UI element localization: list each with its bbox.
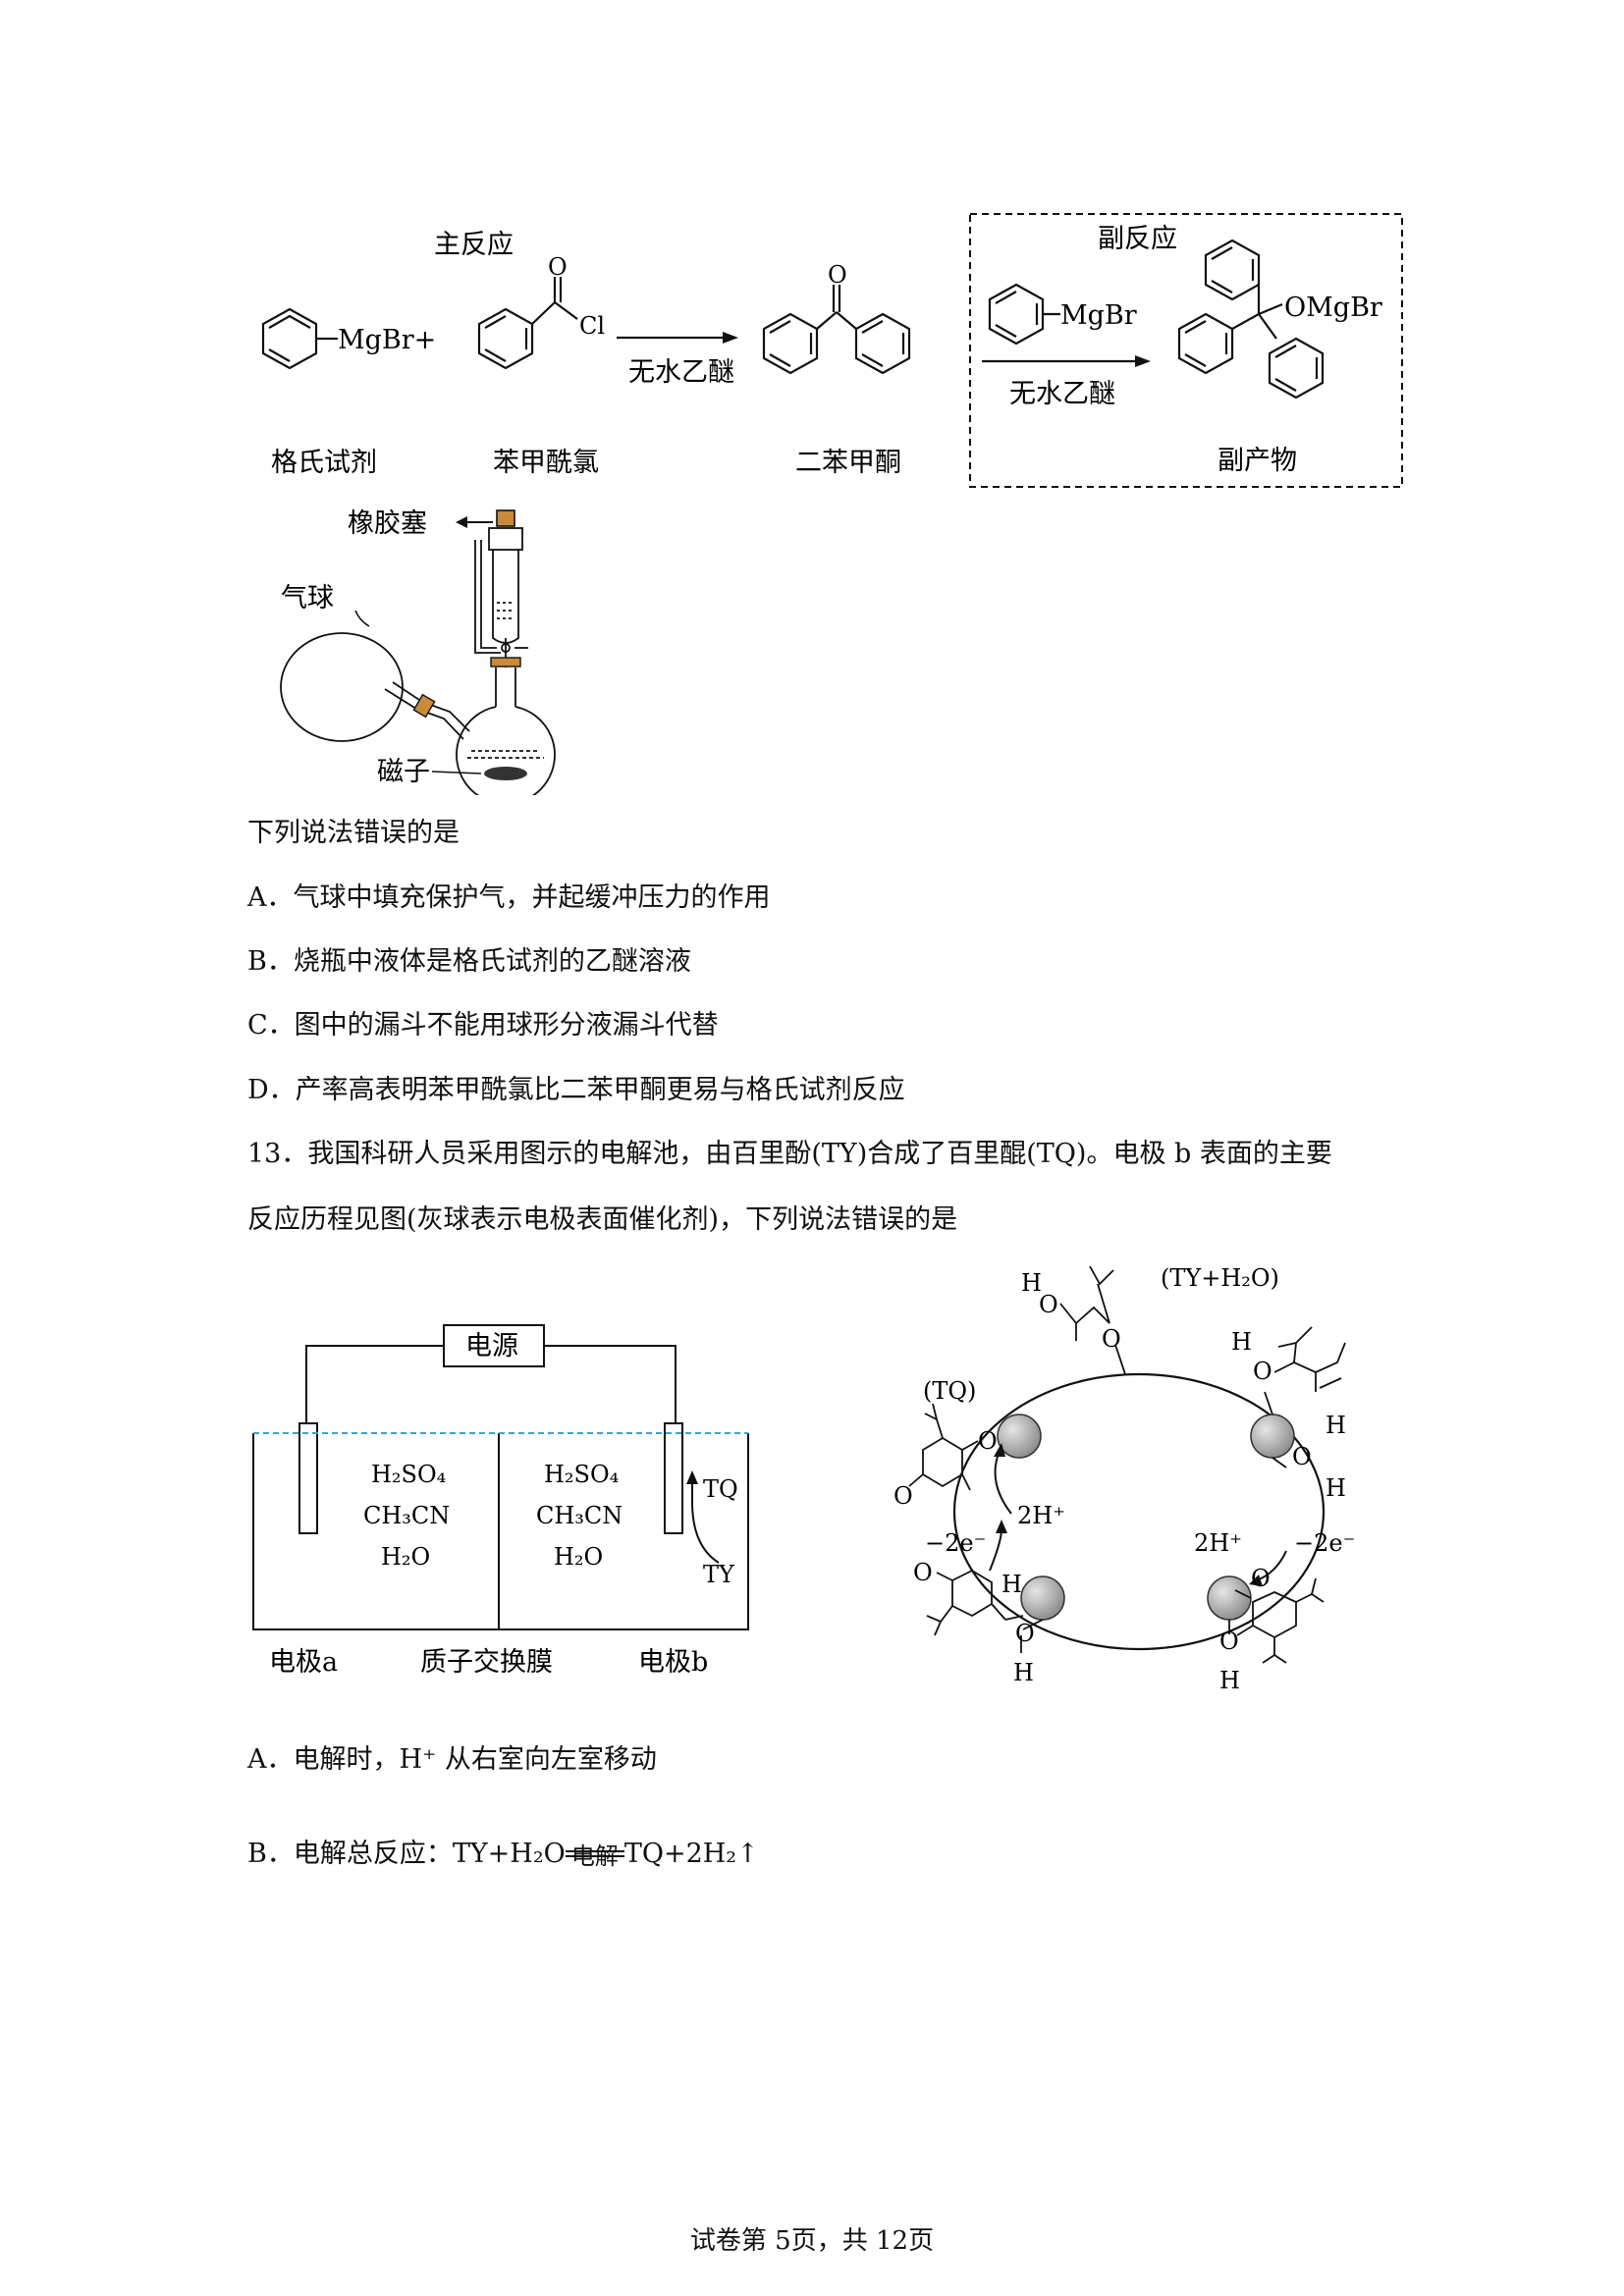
left-2h-label: 2H⁺ [1017,1502,1065,1529]
main-arrow-condition: 无水乙醚 [628,357,734,388]
stirbar-label: 磁子 [377,757,430,787]
balloon-label: 气球 [281,583,334,614]
membrane-label: 质子交换膜 [420,1647,553,1678]
left-solution-1: H₂SO₄ [371,1461,446,1488]
q13-stem-line1: 13．我国科研人员采用图示的电解池，由百里酚(TY)合成了百里醌(TQ)。电极 … [247,1139,1332,1169]
bl-o2-label: O [1015,1620,1035,1647]
catalyst-ball-4 [1207,1575,1252,1621]
right-adsorbate [1264,1326,1346,1468]
round-bottom-flask [456,667,556,795]
ty-to-tq-arrow [691,1480,720,1564]
side-product-group: OMgBr [1284,293,1382,323]
right-h-label: H [1231,1328,1252,1356]
balloon [280,632,404,742]
top-h-label: H [1021,1269,1042,1297]
top-adsorbate [1059,1265,1126,1375]
water-o: O [1292,1443,1312,1470]
q13-stem-line2: 反应历程见图(灰球表示电极表面催化剂)，下列说法错误的是 [247,1204,958,1235]
reaction-cycle-figure: H O O (TY+H₂O) H O H O H (TQ) O O 2H⁺ −2… [893,1264,1355,1694]
br-o-label: O [1251,1565,1271,1592]
stir-bar [484,767,527,780]
cycle-ring [952,1372,1326,1651]
left-e-label: −2e⁻ [925,1529,986,1557]
side-product-structure [1177,239,1325,400]
right-e-label: −2e⁻ [1294,1529,1355,1557]
wire-left [305,1345,444,1423]
rubber-stopper [496,509,515,527]
catalyst-ball-3 [1020,1575,1065,1621]
left-solution-2: CH₃CN [363,1502,450,1529]
stopper-label: 橡胶塞 [348,508,427,539]
water-h1: H [1326,1412,1346,1439]
main-reaction-title: 主反应 [434,230,514,260]
benzoyl-cl: Cl [579,312,605,340]
q13-option-a[interactable]: A．电解时，H⁺ 从右室向左室移动 [247,1744,657,1775]
br-h-label: H [1219,1667,1240,1694]
bottom-left-adsorbate [926,1569,1044,1653]
q12-option-d[interactable]: D．产率高表明苯甲酰氯比二苯甲酮更易与格氏试剂反应 [247,1075,905,1105]
electrode-b [664,1422,683,1534]
grignard-benzene-ring [261,307,338,370]
top-o2-label: O [1102,1325,1121,1353]
top-o1-label: O [1039,1291,1058,1318]
side-reagent-formula: MgBr [1060,300,1137,331]
bl-h-label: H [1001,1571,1022,1598]
wire-right [544,1345,677,1423]
bl-h2-label: H [1013,1659,1034,1686]
side-reaction-box [969,213,1403,488]
benzoyl-chloride-name: 苯甲酰氯 [493,448,599,478]
water-h2: H [1326,1474,1346,1502]
right-solution-1: H₂SO₄ [544,1461,619,1488]
electrode-b-label: 电极b [638,1647,708,1678]
q12-option-a[interactable]: A．气球中填充保护气，并起缓冲压力的作用 [247,882,771,913]
main-reaction-arrow [617,332,738,344]
reaction-scheme: 主反应 MgBr+ 格氏试剂 O Cl 苯甲酰氯 无水乙醚 [261,213,1403,488]
cell-container [252,1433,749,1630]
catalyst-ball-2 [1250,1414,1295,1459]
q12-option-b[interactable]: B．烧瓶中液体是格氏试剂的乙醚溶液 [247,946,691,977]
side-reaction-title: 副反应 [1098,224,1177,254]
right-2h-label: 2H⁺ [1194,1529,1242,1557]
tq-molecule [908,1403,979,1491]
tq-o2: O [893,1482,913,1510]
tq-o1: O [978,1427,998,1455]
left-desorb-arrow [994,1450,1012,1515]
right-solution-2: CH₃CN [536,1502,623,1529]
side-reaction-arrow [982,355,1151,367]
tq-label: TQ [703,1475,738,1503]
bottom-right-adsorbate [1228,1577,1325,1664]
benzoyl-chloride-structure [477,277,578,370]
electrode-a [298,1422,318,1534]
apparatus-figure: 橡胶塞 气球 磁子 [280,508,556,795]
ty-label: TY [703,1561,735,1588]
right-o-label: O [1253,1358,1272,1385]
benzophenone-structure [762,285,911,375]
q12-option-c[interactable]: C．图中的漏斗不能用球形分液漏斗代替 [247,1010,719,1041]
benzophenone-o: O [828,261,847,289]
side-arrow-condition: 无水乙醚 [1009,379,1115,409]
ty-h2o-label: (TY+H₂O) [1161,1264,1279,1292]
benzoyl-carbonyl-o: O [548,253,568,281]
side-product-name: 副产物 [1218,446,1297,476]
br-o2-label: O [1219,1628,1239,1655]
pressure-equalizing-funnel [474,527,528,667]
grignard-formula: MgBr+ [338,325,436,355]
catalyst-ball-1 [997,1414,1042,1459]
grignard-name: 格氏试剂 [271,448,377,478]
tq-cycle-label: (TQ) [923,1377,976,1405]
electrolytic-cell-figure: 电源 H₂SO₄ CH₃CN H₂O H₂SO₄ CH₃CN H₂O TQ TY… [252,1324,749,1678]
benzophenone-name: 二苯甲酮 [795,448,901,478]
page-footer: 试卷第 5页，共 12页 [689,2226,935,2256]
electrode-a-label: 电极a [269,1647,338,1678]
bl-o-label: O [913,1559,933,1586]
q12-prompt: 下列说法错误的是 [247,818,460,848]
side-reagent-benzene-ring [988,283,1060,346]
power-label: 电源 [465,1331,518,1362]
right-solution-3: H₂O [554,1543,603,1571]
left-solution-3: H₂O [381,1543,430,1571]
